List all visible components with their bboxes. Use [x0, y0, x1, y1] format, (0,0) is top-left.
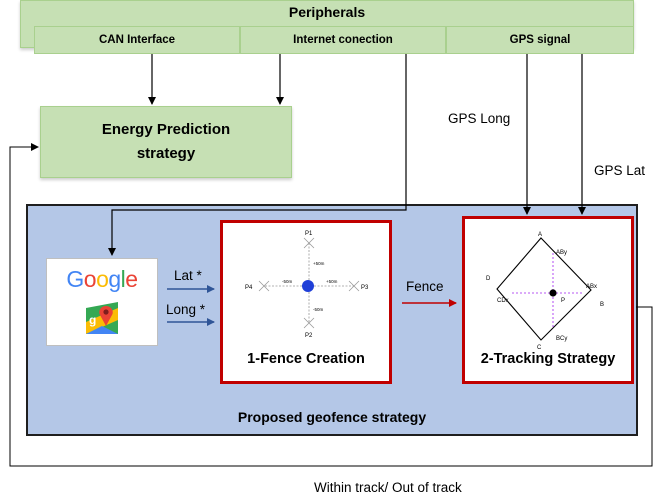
fence-offset-3: +50m — [326, 279, 338, 284]
feedback-loop-arrow — [9, 143, 653, 467]
tracking-projections — [512, 253, 583, 328]
internet-connection-box: Internet conection — [240, 26, 446, 54]
projection-cdx: CDx — [497, 298, 509, 304]
vertex-a: A — [538, 232, 542, 238]
svg-text:g: g — [89, 313, 96, 327]
tracking-point-p — [549, 289, 557, 297]
fence-center-point — [302, 280, 314, 292]
geofence-title: Proposed geofence strategy — [237, 409, 427, 425]
tracking-polygon — [496, 237, 592, 341]
google-logo-letter: g — [108, 266, 121, 292]
google-logo: Google — [46, 266, 158, 293]
energy-prediction-box: Energy Prediction strategy — [40, 106, 292, 178]
fence-point-p4: P4 — [245, 285, 253, 291]
peripherals-title: Peripherals — [288, 4, 366, 20]
gps-lat-label: GPS Lat — [594, 163, 646, 178]
fence-label: Fence — [406, 279, 444, 294]
fence-creation-title: 1-Fence Creation — [247, 351, 365, 367]
google-maps-icon: g — [84, 300, 120, 336]
vertex-c: C — [537, 345, 542, 351]
vertex-p: P — [561, 298, 565, 304]
can-interface-box: CAN Interface — [34, 26, 240, 54]
fence-point-p1: P1 — [305, 231, 313, 237]
internet-to-google-arrow — [108, 54, 407, 256]
fence-offset-1: +50m — [313, 261, 325, 266]
projection-bcy: BCy — [556, 336, 567, 342]
google-logo-letter: G — [66, 266, 84, 292]
fence-offset-2: -50m — [313, 307, 324, 312]
projection-abx: ABx — [586, 284, 597, 290]
energy-line-1: Energy Prediction — [101, 121, 231, 138]
google-logo-letter: o — [83, 266, 97, 292]
google-logo-letter: o — [96, 266, 109, 292]
fence-creation-box — [220, 220, 392, 384]
energy-line-2: strategy — [136, 145, 196, 162]
tracking-strategy-title: 2-Tracking Strategy — [480, 351, 616, 367]
vertex-b: B — [600, 302, 604, 308]
feedback-label: Within track/ Out of track — [314, 480, 462, 495]
long-label: Long * — [166, 302, 206, 317]
tracking-strategy-box — [462, 216, 634, 384]
fence-point-p3: P3 — [361, 285, 369, 291]
fence-point-p2: P2 — [305, 333, 313, 339]
projection-aby: ABy — [556, 250, 567, 256]
lat-label: Lat * — [174, 268, 202, 283]
gps-signal-box: GPS signal — [446, 26, 634, 54]
gps-long-label: GPS Long — [448, 111, 511, 126]
fence-offset-4: -50m — [282, 279, 293, 284]
google-logo-letter: l — [120, 266, 126, 292]
vertex-d: D — [486, 276, 491, 282]
google-logo-letter: e — [125, 266, 138, 292]
